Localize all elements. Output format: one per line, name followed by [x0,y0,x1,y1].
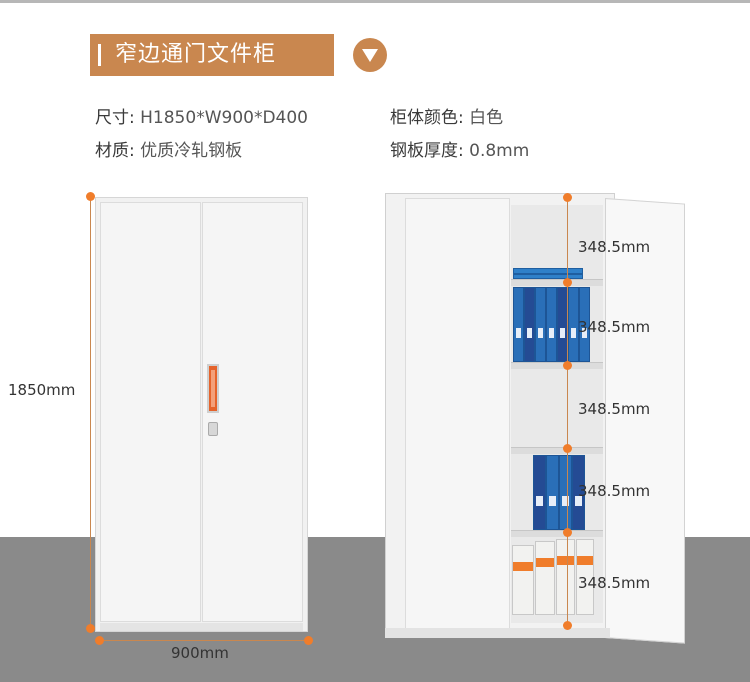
triangle-down-icon [362,49,378,62]
door-handle [207,364,219,413]
file-box [512,545,534,615]
spec-thickness: 钢板厚度: 0.8mm [390,136,529,161]
spec-material: 材质: 优质冷轧钢板 [95,136,242,161]
shelf [511,362,603,369]
dimension-dot [95,636,104,645]
dimension-dot [304,636,313,645]
file-box [576,539,594,615]
width-dimension-line [99,640,309,641]
shelf-gap-label: 348.5mm [578,482,651,500]
file-box [535,541,555,615]
binder [579,287,590,362]
spec-color-value: 白色 [469,108,504,128]
spec-thickness-key: 钢板厚度: [390,141,464,161]
spec-material-value: 优质冷轧钢板 [140,141,243,161]
spec-material-key: 材质: [95,141,135,161]
spec-thickness-value: 0.8mm [469,141,530,161]
height-label: 1850mm [8,381,76,399]
spec-color-key: 柜体颜色: [390,108,464,128]
top-divider [0,0,750,3]
stacked-folder [513,268,583,274]
shelf-gap-label: 348.5mm [578,318,651,336]
shelf-gap-label: 348.5mm [578,574,651,592]
binder [572,455,585,530]
dimension-dot [86,192,95,201]
binder [546,287,557,362]
dimension-dot [86,624,95,633]
shelf-gap-label: 348.5mm [578,400,651,418]
spec-size-value: H1850*W900*D400 [140,108,308,128]
open-cabinet-base [385,628,610,638]
open-cabinet-left-door [405,198,510,635]
dimension-dot [563,528,572,537]
shelf [511,530,603,537]
dimension-dot [563,621,572,630]
dimension-dot [563,193,572,202]
binder [535,287,546,362]
spec-color: 柜体颜色: 白色 [390,103,503,128]
page-title: 窄边通门文件柜 [115,42,277,67]
cabinet-base [100,623,303,631]
closed-cabinet [95,197,308,632]
binder [559,455,572,530]
dimension-dot [563,444,572,453]
shelf-gap-label: 348.5mm [578,238,651,256]
shelf [511,279,603,286]
binder [533,455,546,530]
dimension-dot [563,361,572,370]
shelf-dimension-line [567,197,568,625]
binder [568,287,579,362]
spec-size-key: 尺寸: [95,108,135,128]
binder [513,287,524,362]
file-box [556,539,575,615]
stacked-folder [513,274,583,279]
binder [546,455,559,530]
title-accent-bar [98,44,101,66]
title-banner: 窄边通门文件柜 [90,34,334,76]
shelf [511,447,603,454]
lock-icon [208,422,218,436]
width-label: 900mm [171,644,229,662]
height-dimension-line [90,197,91,629]
spec-size: 尺寸: H1850*W900*D400 [95,103,308,128]
binder [524,287,535,362]
cabinet-left-door [100,202,201,622]
dropdown-button[interactable] [353,38,387,72]
dimension-dot [563,278,572,287]
